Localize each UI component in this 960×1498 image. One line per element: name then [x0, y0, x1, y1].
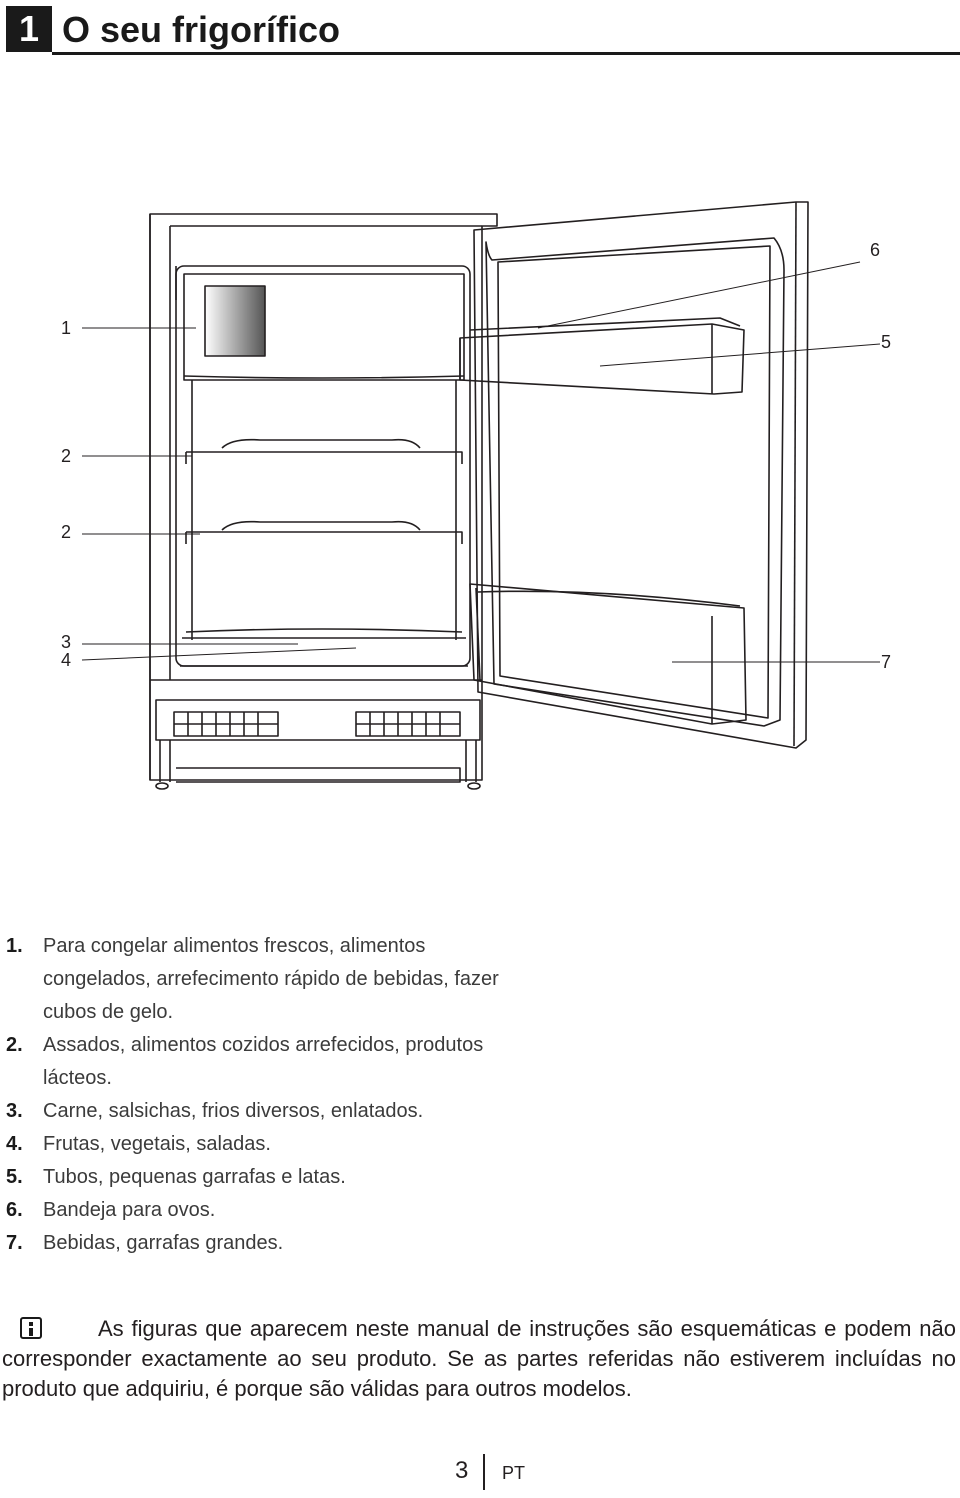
page-title: O seu frigorífico: [62, 9, 341, 50]
list-item: 7. Bebidas, garrafas grandes.: [6, 1227, 526, 1260]
item-number: 7.: [6, 1232, 23, 1254]
door-outline: [473, 201, 809, 749]
list-item: 3. Carne, salsichas, frios diversos, enla…: [6, 1095, 526, 1128]
item-text: Frutas, vegetais, saladas.: [43, 1133, 271, 1155]
callout-1: 1: [61, 318, 72, 338]
page-number: 3: [455, 1457, 469, 1484]
item-text: Para congelar alimentos frescos, aliment…: [43, 935, 499, 1023]
leader-6: [537, 261, 861, 329]
list-item: 4. Frutas, vegetais, saladas.: [6, 1128, 526, 1161]
list-item: 6. Bandeja para ovos.: [6, 1194, 526, 1227]
callout-5: 5: [881, 332, 892, 352]
callout-4: 4: [61, 650, 72, 670]
item-text: Assados, alimentos cozidos arrefecidos, …: [43, 1034, 484, 1089]
note-text: As figuras que aparecem neste manual de …: [2, 1316, 956, 1401]
language-code: PT: [502, 1463, 526, 1483]
footer-divider: [483, 1454, 485, 1490]
item-number: 6.: [6, 1199, 23, 1221]
parts-legend: 1. Para congelar alimentos frescos, alime…: [6, 930, 526, 1260]
lower-door-shelf: [469, 583, 747, 725]
fridge-diagram: 1 2 2 3 4 5 6 7: [0, 180, 960, 820]
list-item: 5. Tubos, pequenas garrafas e latas.: [6, 1161, 526, 1194]
item-text: Bebidas, garrafas grandes.: [43, 1232, 284, 1254]
upper-door-shelf: [459, 317, 745, 395]
item-number: 2.: [6, 1034, 23, 1056]
section-number: 1: [6, 6, 52, 52]
info-note: As figuras que aparecem neste manual de …: [2, 1314, 956, 1404]
item-number: 5.: [6, 1166, 23, 1188]
callout-6: 6: [870, 240, 881, 260]
callout-3: 3: [61, 632, 72, 652]
callout-7: 7: [881, 652, 892, 672]
leader-4: [81, 647, 357, 661]
callout-2b: 2: [61, 522, 72, 542]
info-icon: [20, 1317, 42, 1339]
freezer-window: [204, 285, 266, 357]
list-item: 1. Para congelar alimentos frescos, alime…: [6, 930, 526, 1029]
leader-5: [599, 343, 881, 367]
callout-2a: 2: [61, 446, 72, 466]
vent-grille-right: [355, 711, 461, 737]
vent-grille-left: [173, 711, 279, 737]
item-number: 1.: [6, 935, 23, 957]
cabinet-outline: [149, 213, 498, 781]
item-number: 3.: [6, 1100, 23, 1122]
fridge-drawing: [81, 201, 881, 790]
item-number: 4.: [6, 1133, 23, 1155]
section-header: 1 O seu frigorífico: [6, 6, 960, 56]
item-text: Bandeja para ovos.: [43, 1199, 216, 1221]
item-text: Tubos, pequenas garrafas e latas.: [43, 1166, 346, 1188]
title-rule: [52, 52, 960, 55]
list-item: 2. Assados, alimentos cozidos arrefecidos…: [6, 1029, 526, 1095]
item-text: Carne, salsichas, frios diversos, enlata…: [43, 1100, 424, 1122]
page-footer: 3 PT: [0, 1452, 960, 1492]
